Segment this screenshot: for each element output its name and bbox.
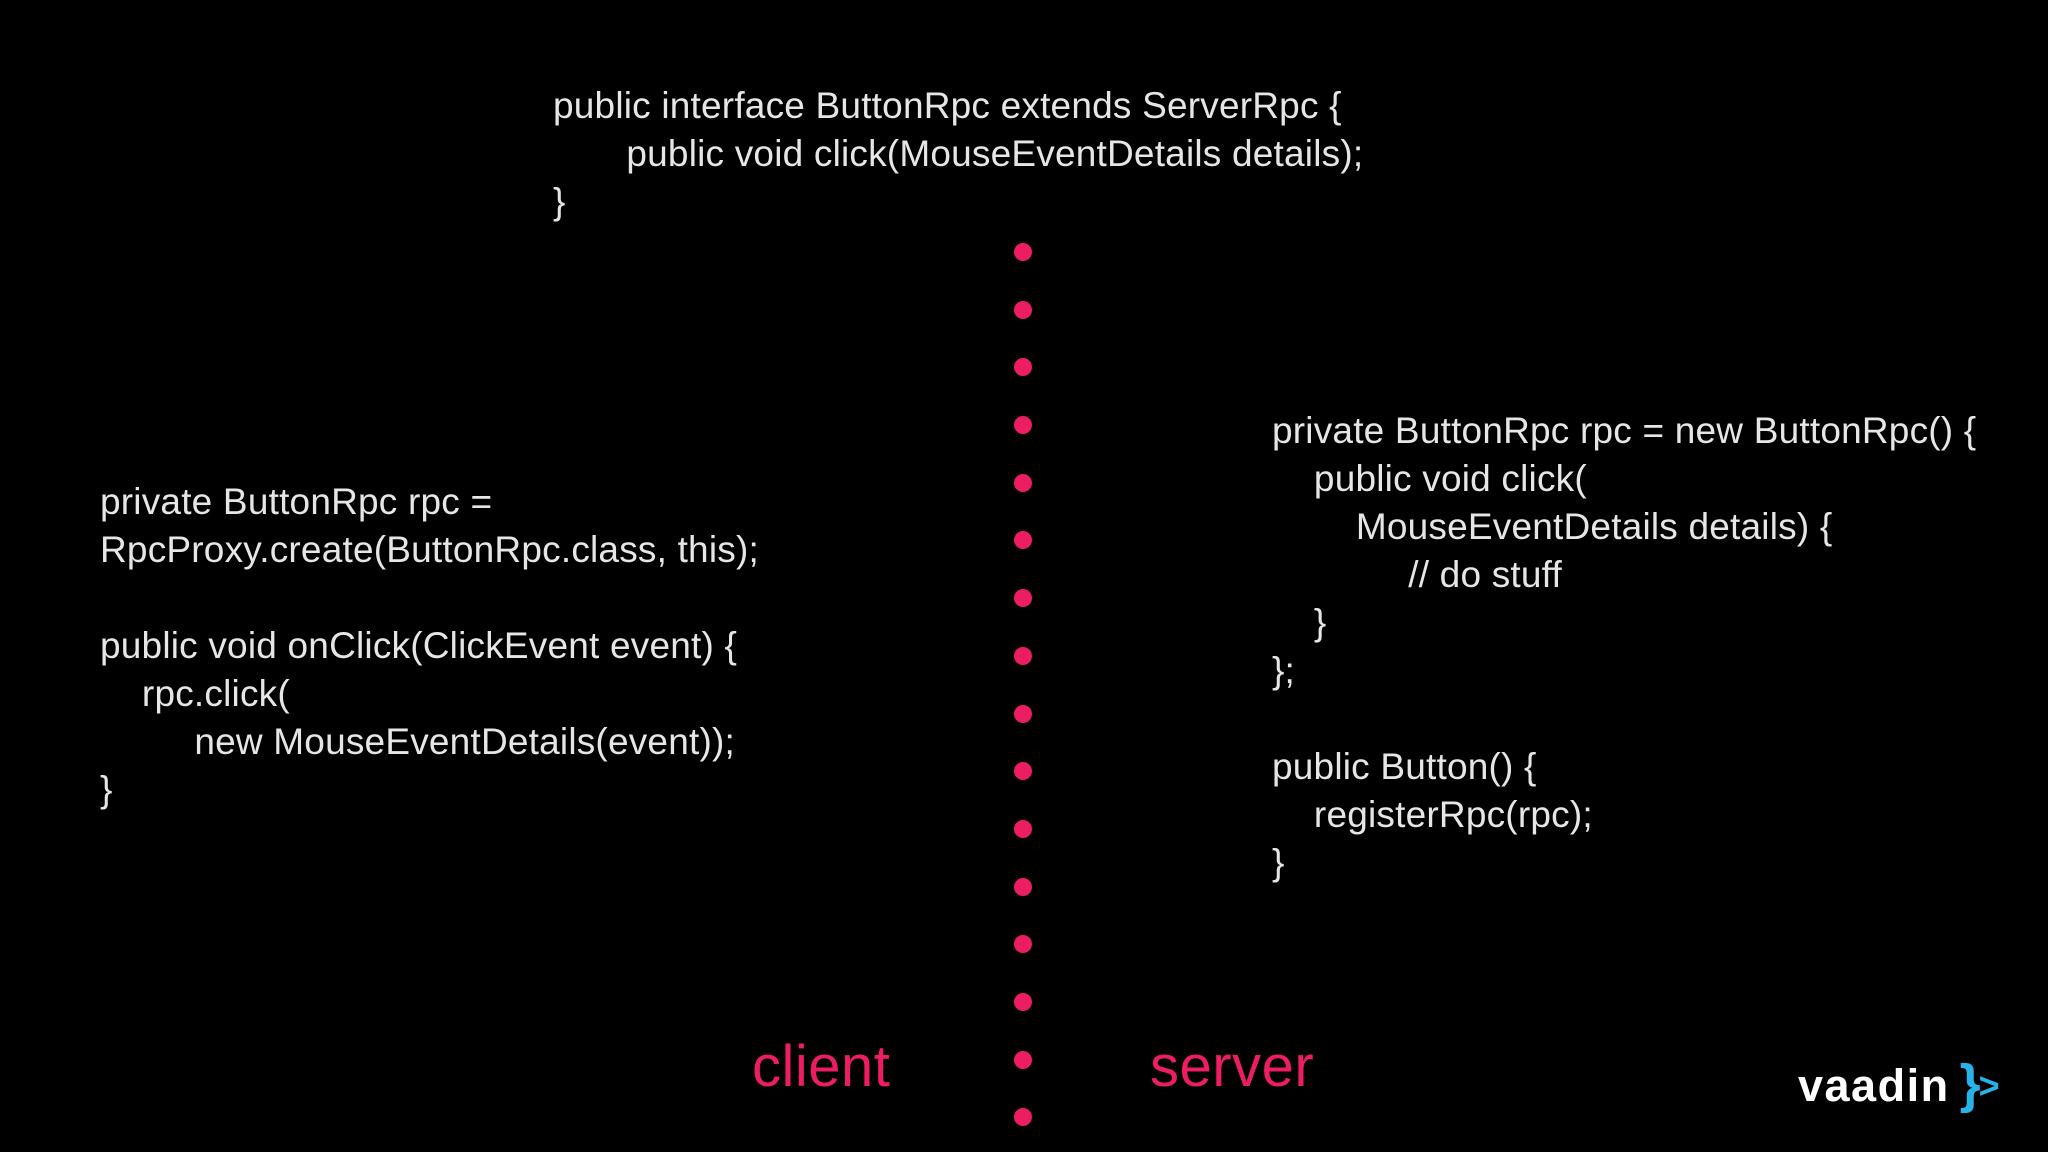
client-side-code: private ButtonRpc rpc = RpcProxy.create(… xyxy=(100,481,759,810)
vaadin-brace-icon: } xyxy=(1959,1054,1981,1114)
divider-dot xyxy=(1014,589,1032,608)
divider-dot xyxy=(1014,704,1032,723)
server-side-code: private ButtonRpc rpc = new ButtonRpc() … xyxy=(1272,410,1977,883)
divider-dot xyxy=(1014,1050,1032,1069)
divider-dot xyxy=(1014,416,1032,435)
vaadin-logo: vaadin } > xyxy=(1798,1054,2000,1114)
divider-dot xyxy=(1014,300,1032,319)
server-label: server xyxy=(1150,1034,1315,1099)
divider-dot xyxy=(1014,473,1032,492)
client-server-divider xyxy=(1014,243,1032,1127)
divider-dot xyxy=(1014,243,1032,261)
divider-dot xyxy=(1014,935,1032,954)
divider-dot xyxy=(1014,646,1032,665)
divider-dot xyxy=(1014,819,1032,838)
vaadin-wordmark: vaadin xyxy=(1798,1060,1950,1111)
divider-dot xyxy=(1014,762,1032,781)
divider-dot xyxy=(1014,877,1032,896)
divider-dot xyxy=(1014,992,1032,1011)
vaadin-arrow-icon: > xyxy=(1978,1065,2000,1106)
client-label: client xyxy=(752,1034,891,1099)
divider-dot xyxy=(1014,1108,1032,1127)
divider-dot xyxy=(1014,531,1032,550)
divider-dot xyxy=(1014,358,1032,377)
shared-rpc-interface-code: public interface ButtonRpc extends Serve… xyxy=(553,85,1364,222)
